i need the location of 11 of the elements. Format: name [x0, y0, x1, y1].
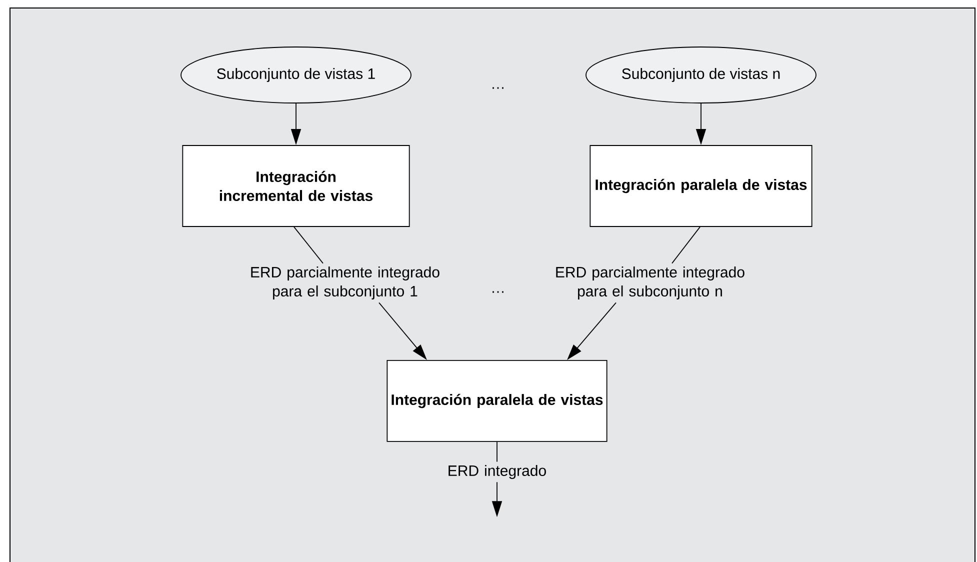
process-box: Integración paralela de vistas	[386, 360, 608, 442]
process-box: Integración paralela de vistas	[590, 145, 812, 227]
connector-line	[496, 441, 498, 462]
flow-text: ERD integrado	[448, 465, 546, 479]
flow-text: ERD parcialmente integrado para el subconjunto n	[556, 266, 744, 300]
connector-line	[294, 226, 324, 264]
ellipsis-mark: …	[492, 291, 504, 293]
ellipsis-mark: …	[492, 87, 504, 89]
process-box: Integración incremental de vistas	[182, 145, 410, 227]
flow-text: ERD parcialmente integrado para el subconjunto 1	[251, 266, 440, 300]
connector-line	[672, 226, 700, 264]
